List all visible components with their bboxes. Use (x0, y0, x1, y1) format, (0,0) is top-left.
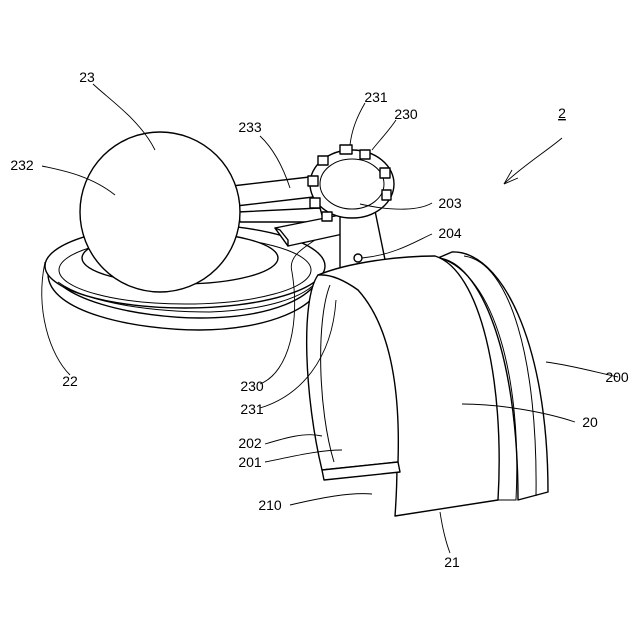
label-233: 233 (238, 119, 262, 135)
label-230-bottom: 230 (240, 378, 264, 394)
label-230-top: 230 (394, 106, 418, 122)
label-22: 22 (62, 373, 78, 389)
label-232: 232 (10, 157, 34, 173)
label-21: 21 (444, 554, 460, 570)
label-231-bottom: 231 (240, 401, 264, 417)
label-204: 204 (438, 225, 462, 241)
label-200: 200 (605, 369, 629, 385)
label-203: 203 (438, 195, 462, 211)
ball (80, 132, 240, 292)
label-201: 201 (238, 454, 262, 470)
label-23: 23 (79, 69, 95, 85)
label-210: 210 (258, 497, 282, 513)
label-202: 202 (238, 435, 262, 451)
label-2: 2 (558, 105, 566, 121)
label-231-top: 231 (364, 89, 388, 105)
label-20: 20 (582, 414, 598, 430)
